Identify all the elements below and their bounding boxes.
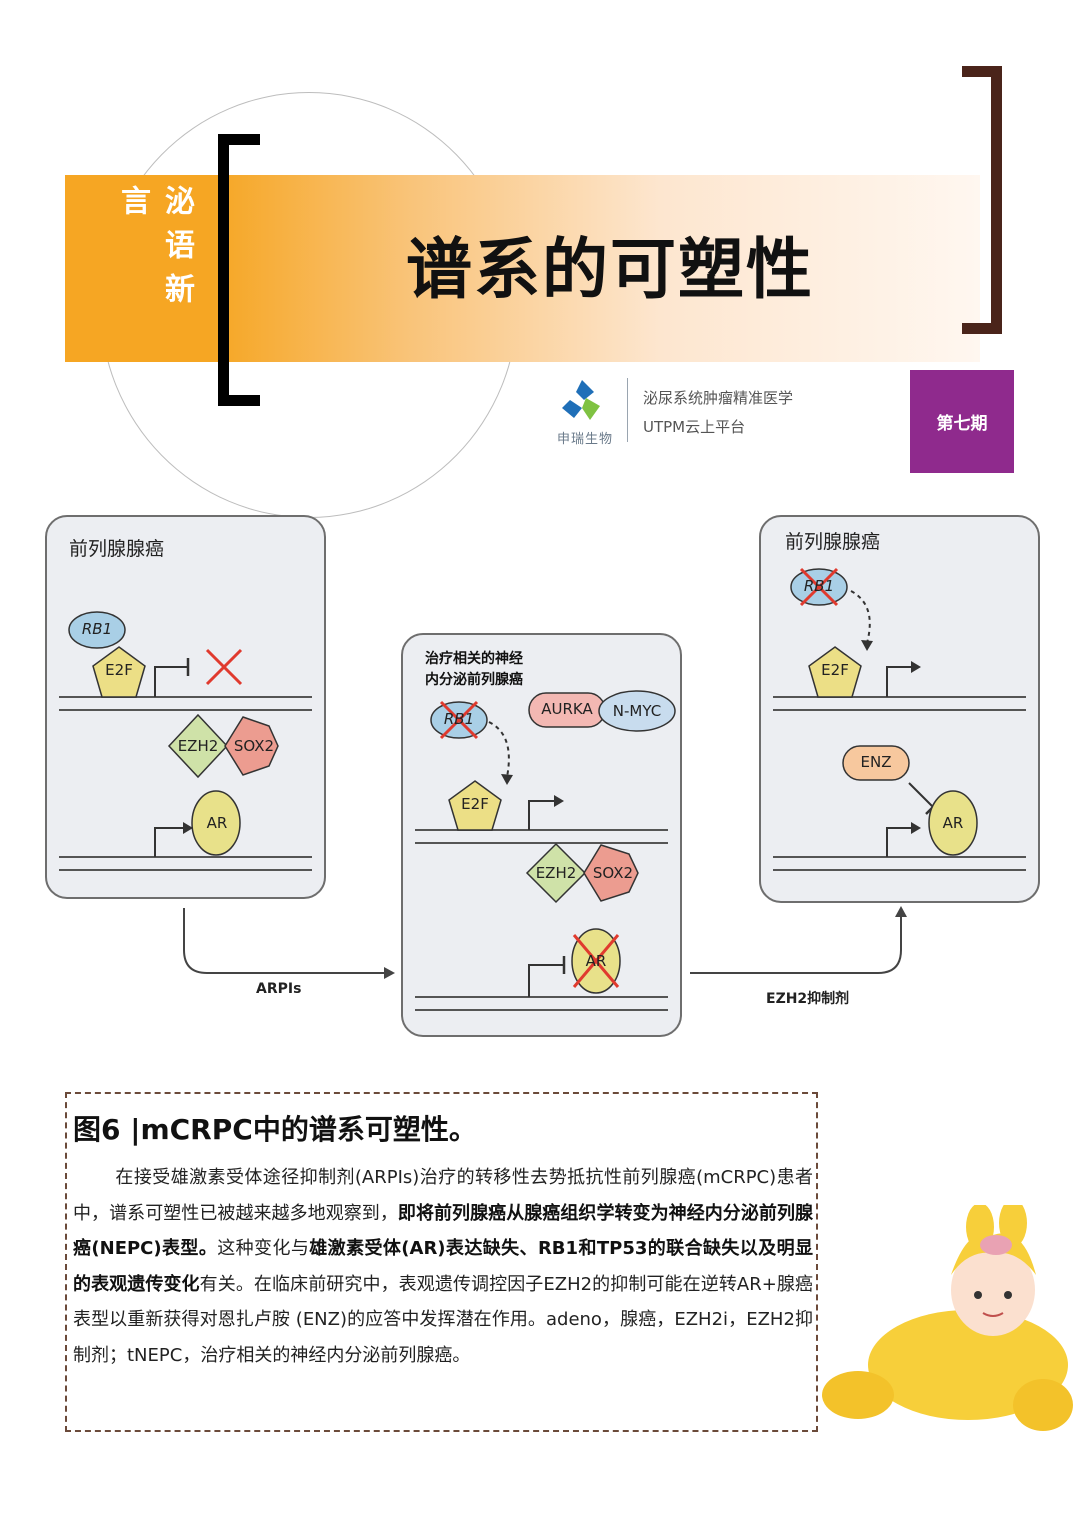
ezh2-label: EZH2 xyxy=(177,737,219,755)
panel-tnepc: 治疗相关的神经 内分泌前列腺癌 RB1 AURKA N-MYC E2F EZH2… xyxy=(401,633,682,1037)
platform-name: UTPM云上平台 xyxy=(643,418,746,436)
caption-text: 这种变化与 xyxy=(217,1238,310,1259)
panel-right-diagram xyxy=(773,567,1026,871)
caption-highlight: 雄激素受体(AR)表达缺失、RB1和TP53的联合缺失以及明显的表观遗传变化 xyxy=(73,1238,814,1295)
ar-label: AR xyxy=(206,814,228,832)
company-logo-icon xyxy=(562,380,600,420)
enz-label: ENZ xyxy=(860,753,892,771)
issue-badge: 第七期 xyxy=(910,370,1014,473)
ezh2-inhibitor-label: EZH2抑制剂 xyxy=(766,991,850,1007)
e2f-label: E2F xyxy=(461,795,489,813)
sox2-label: SOX2 xyxy=(592,864,634,882)
panel-title: 前列腺腺癌 xyxy=(785,531,881,553)
right-bracket xyxy=(962,66,1002,334)
panel-middle-diagram xyxy=(415,690,676,1011)
nmyc-label: N-MYC xyxy=(612,702,662,720)
caption-body: 在接受雄激素受体途径抑制剂(ARPIs)治疗的转移性去势抵抗性前列腺癌(mCRP… xyxy=(73,1160,813,1373)
panel-title-line1: 治疗相关的神经 xyxy=(425,651,523,667)
mascot-illustration xyxy=(822,1205,1073,1431)
rb1-label: RB1 xyxy=(443,710,475,728)
caption-title: 图6 |mCRPC中的谱系可塑性。 xyxy=(73,1113,477,1146)
arpis-label: ARPIs xyxy=(256,981,302,997)
e2f-label: E2F xyxy=(105,661,133,679)
panel-adenocarcinoma-before: 前列腺腺癌 RB1 E2F EZH2 SOX2 AR xyxy=(45,515,326,899)
caption-text: 在接受雄激素受体途径抑制剂(ARPIs)治疗的转移性去势抵抗性前列腺癌(mCRP… xyxy=(73,1167,813,1224)
title-banner xyxy=(65,175,980,362)
ezh2-label: EZH2 xyxy=(535,864,577,882)
aurka-label: AURKA xyxy=(541,700,593,718)
ar-label: AR xyxy=(942,814,964,832)
platform-subtitle: 泌尿系统肿瘤精准医学 xyxy=(643,389,794,407)
sox2-label: SOX2 xyxy=(233,737,275,755)
panel-adenocarcinoma-after: 前列腺腺癌 RB1 E2F ENZ AR xyxy=(759,515,1040,903)
logo-divider xyxy=(627,378,628,442)
rb1-label: RB1 xyxy=(803,577,835,595)
company-name: 申瑞生物 xyxy=(556,432,613,447)
panel-left-diagram xyxy=(59,611,312,871)
panel-title: 前列腺腺癌 xyxy=(69,538,165,560)
panel-title-line2: 内分泌前列腺癌 xyxy=(425,672,523,688)
caption-highlight: 即将前列腺癌从腺癌组织学转变为神经内分泌前列腺癌(NEPC)表型。 xyxy=(73,1202,814,1260)
rb1-label: RB1 xyxy=(81,620,113,638)
left-bracket xyxy=(218,134,260,406)
e2f-label: E2F xyxy=(821,661,849,679)
caption-text: 有关。在临床前研究中，表观遗传调控因子EZH2的抑制可能在逆转AR+腺癌表型以重… xyxy=(73,1273,814,1366)
page-title: 谱系的可塑性 xyxy=(406,231,814,308)
ar-label: AR xyxy=(585,952,607,970)
caption-box xyxy=(65,1092,818,1432)
